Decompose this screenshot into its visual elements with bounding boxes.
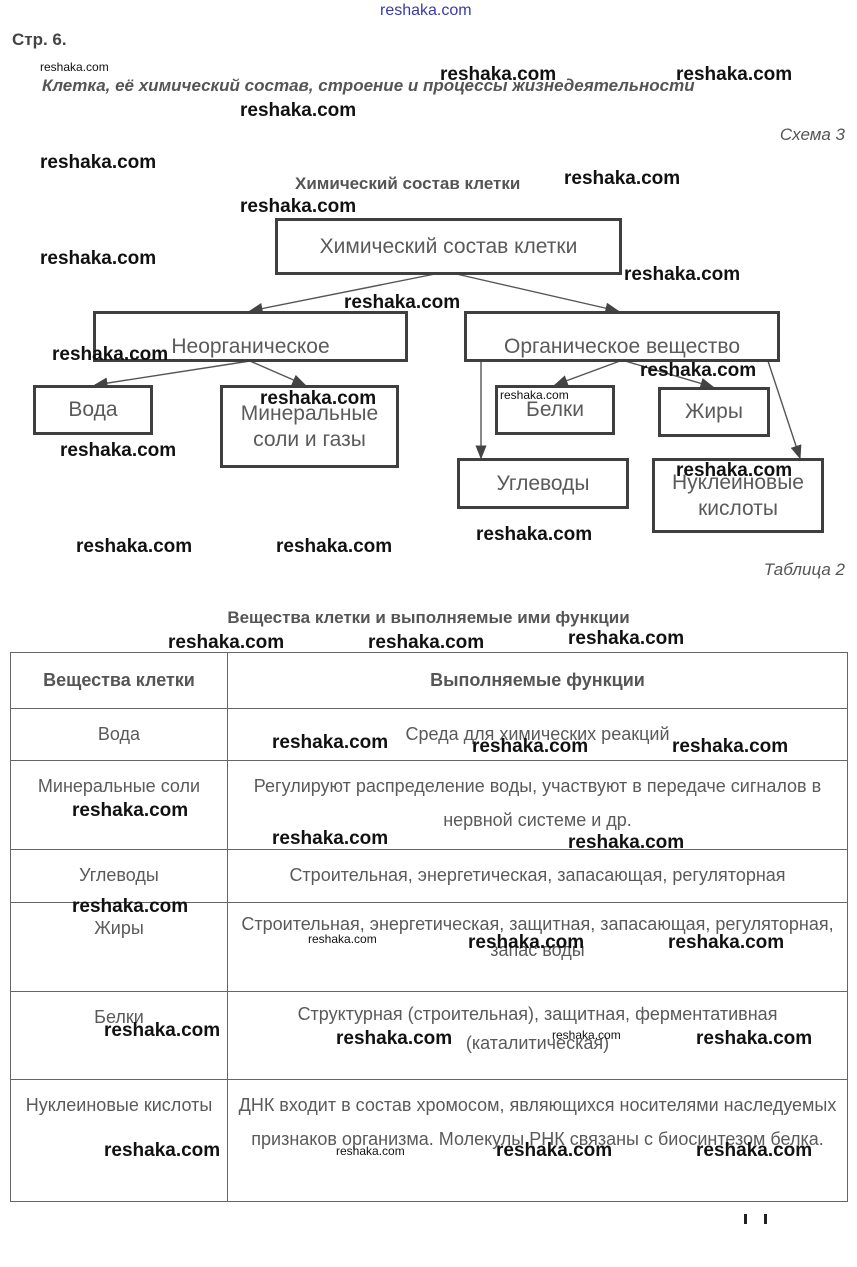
watermark: reshaka.com bbox=[468, 932, 585, 953]
box-carbohydrates: Углеводы bbox=[457, 458, 629, 509]
watermark: reshaka.com bbox=[500, 388, 569, 402]
watermark: reshaka.com bbox=[272, 828, 389, 849]
table-label: Таблица 2 bbox=[763, 560, 845, 579]
watermark: reshaka.com bbox=[60, 440, 177, 461]
watermark: reshaka.com bbox=[72, 800, 189, 821]
watermark: reshaka.com bbox=[276, 536, 393, 557]
watermark: reshaka.com bbox=[440, 64, 557, 85]
watermark: reshaka.com bbox=[104, 1020, 221, 1041]
watermark: reshaka.com bbox=[240, 100, 357, 121]
watermark: reshaka.com bbox=[272, 732, 389, 753]
watermark: reshaka.com bbox=[568, 628, 685, 649]
box-water: Вода bbox=[33, 385, 153, 435]
cell-functions: Структурная (строительная), защитная, фе… bbox=[227, 991, 848, 1080]
box-nucleic-acids: Нуклеиновые кислоты bbox=[652, 458, 824, 533]
watermark: reshaka.com bbox=[336, 1028, 453, 1049]
watermark: reshaka.com bbox=[104, 1140, 221, 1161]
watermark: reshaka.com bbox=[696, 1028, 813, 1049]
arrow-inorganic-to-water bbox=[93, 360, 251, 389]
page-number: Стр. 6. bbox=[12, 30, 67, 49]
box-proteins: Белки bbox=[495, 385, 615, 435]
site-header-link[interactable]: reshaka.com bbox=[380, 2, 472, 19]
watermark: reshaka.com bbox=[336, 1144, 405, 1158]
watermark: reshaka.com bbox=[564, 168, 681, 189]
schema-label: Схема 3 bbox=[779, 125, 845, 144]
table-row: Белки Структурная (строительная), защитн… bbox=[10, 991, 848, 1080]
cell-substance: Углеводы bbox=[10, 849, 228, 903]
chapter-title: Клетка, её химический состав, строение и… bbox=[42, 76, 695, 95]
arrow-organic-to-fats bbox=[624, 360, 715, 389]
arrow-inorganic-to-minerals bbox=[249, 360, 307, 386]
watermark: reshaka.com bbox=[240, 196, 357, 217]
watermark: reshaka.com bbox=[676, 64, 793, 85]
watermark: reshaka.com bbox=[40, 248, 157, 269]
arrow-organic-to-proteins bbox=[553, 360, 621, 386]
box-inorganic: Неорганическое bbox=[93, 311, 408, 362]
watermark: reshaka.com bbox=[672, 736, 789, 757]
cell-substance: Нуклеиновые кислоты bbox=[10, 1079, 228, 1202]
watermark: reshaka.com bbox=[40, 152, 157, 173]
watermark: reshaka.com bbox=[260, 388, 377, 409]
watermark: reshaka.com bbox=[668, 932, 785, 953]
watermark: reshaka.com bbox=[344, 292, 461, 313]
substances-table: Вещества клетки Выполняемые функции Вода… bbox=[10, 652, 848, 1202]
header-functions: Выполняемые функции bbox=[227, 652, 848, 709]
watermark: reshaka.com bbox=[472, 736, 589, 757]
table-title: Вещества клетки и выполняемые ими функци… bbox=[227, 608, 630, 627]
arrow-root-to-organic bbox=[451, 272, 620, 314]
watermark: reshaka.com bbox=[40, 60, 109, 74]
watermark: reshaka.com bbox=[368, 632, 485, 653]
cell-functions: ДНК входит в состав хромосом, являющихся… bbox=[227, 1079, 848, 1202]
table-row: Углеводы Строительная, энергетическая, з… bbox=[10, 849, 848, 903]
schema-title: Химический состав клетки bbox=[295, 174, 521, 193]
watermark: reshaka.com bbox=[476, 524, 593, 545]
watermark: reshaka.com bbox=[76, 536, 193, 557]
watermark: reshaka.com bbox=[72, 896, 189, 917]
table-row: Минеральные соли Регулируют распределени… bbox=[10, 760, 848, 850]
cell-substance: Минеральные соли bbox=[10, 760, 228, 850]
watermark: reshaka.com bbox=[624, 264, 741, 285]
watermark: reshaka.com bbox=[168, 632, 285, 653]
table-row: Нуклеиновые кислоты ДНК входит в состав … bbox=[10, 1079, 848, 1202]
arrow-root-to-inorganic bbox=[248, 272, 441, 315]
cell-functions: Регулируют распределение воды, участвуют… bbox=[227, 760, 848, 850]
watermark: reshaka.com bbox=[496, 1140, 613, 1161]
box-fats: Жиры bbox=[658, 387, 770, 437]
watermark: reshaka.com bbox=[568, 832, 685, 853]
cell-substance: Вода bbox=[10, 708, 228, 761]
header-substances: Вещества клетки bbox=[10, 652, 228, 709]
watermark: reshaka.com bbox=[552, 1028, 621, 1042]
box-chemical-composition: Химический состав клетки bbox=[275, 218, 622, 275]
cell-functions: Строительная, энергетическая, защитная, … bbox=[227, 902, 848, 992]
watermark: reshaka.com bbox=[696, 1140, 813, 1161]
watermark: reshaka.com bbox=[308, 932, 377, 946]
watermark: reshaka.com bbox=[676, 460, 793, 481]
watermark: reshaka.com bbox=[640, 360, 757, 381]
cell-functions: Строительная, энергетическая, запасающая… bbox=[227, 849, 848, 903]
table-header-row: Вещества клетки Выполняемые функции bbox=[10, 652, 848, 709]
box-minerals: Минеральные соли и газы bbox=[220, 385, 399, 468]
watermark: reshaka.com bbox=[52, 344, 169, 365]
arrow-organic-to-nucleic bbox=[767, 360, 802, 460]
table-row: Жиры Строительная, энергетическая, защит… bbox=[10, 902, 848, 992]
box-organic: Органическое вещество bbox=[464, 311, 780, 362]
diagram-arrows bbox=[93, 272, 802, 460]
